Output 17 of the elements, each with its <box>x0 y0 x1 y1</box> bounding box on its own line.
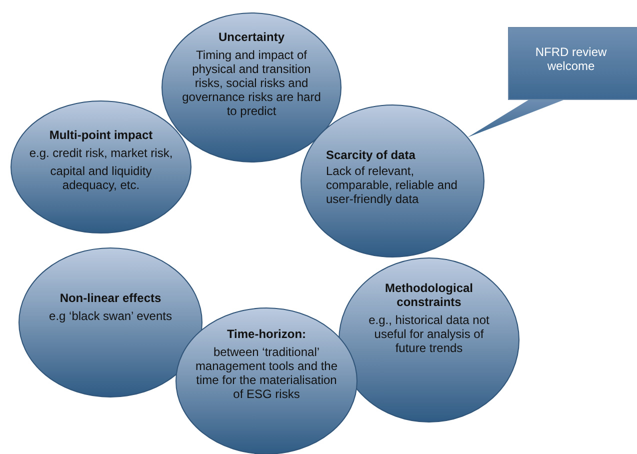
ellipse-text: Lack of relevant, comparable, reliable and user-friendly data <box>326 164 458 206</box>
ellipse-heading: Scarcity of data <box>326 148 416 162</box>
ellipse-heading: Time-horizon: <box>226 327 308 341</box>
risk-ellipse <box>300 104 485 258</box>
ellipse-heading: Uncertainty <box>217 30 286 44</box>
ellipse-text: between ‘traditional’ management tools and the time for the materialisation of ESG risks <box>195 345 338 401</box>
ellipse-heading: Non-linear effects <box>58 291 162 305</box>
ellipse-text: e.g ‘black swan’ events <box>48 309 173 323</box>
callout-text: NFRD review welcome <box>534 45 608 73</box>
ellipse-text: Timing and impact of physical and transition risks, social risks and governance risks are hard to predict <box>181 48 322 118</box>
ellipse-text: e.g. credit risk, market risk, <box>28 146 174 160</box>
ellipse-text: e.g., historical data not useful for analysis of future trends <box>368 313 490 355</box>
ellipse-text: capital and liquidity adequacy, etc. <box>49 164 153 192</box>
ellipse-heading: Multi-point impact <box>48 128 154 142</box>
risk-ellipse <box>338 257 520 423</box>
ellipse-heading: Methodological constraints <box>384 281 474 309</box>
callout-pointer <box>467 99 566 138</box>
